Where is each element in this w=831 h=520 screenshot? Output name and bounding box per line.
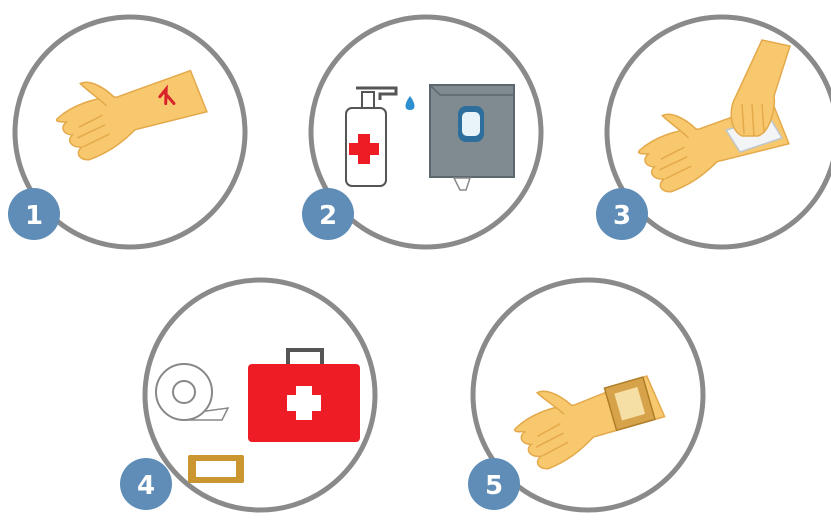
step-3: 3: [596, 17, 831, 247]
step-2-number: 2: [319, 201, 337, 231]
step-2: 2: [302, 17, 541, 247]
step-5-number: 5: [485, 471, 503, 501]
step-5: 5: [468, 280, 703, 510]
step-4-number: 4: [137, 471, 155, 501]
tissue-dispenser-icon: [430, 85, 514, 190]
bandage-strip-icon: [188, 455, 244, 483]
step-1-number: 1: [25, 201, 43, 231]
step-4: 4: [120, 280, 375, 510]
step-3-number: 3: [613, 201, 631, 231]
step-1: 1: [8, 17, 245, 247]
sanitizer-and-tissue-dispenser-icon: [346, 85, 514, 190]
